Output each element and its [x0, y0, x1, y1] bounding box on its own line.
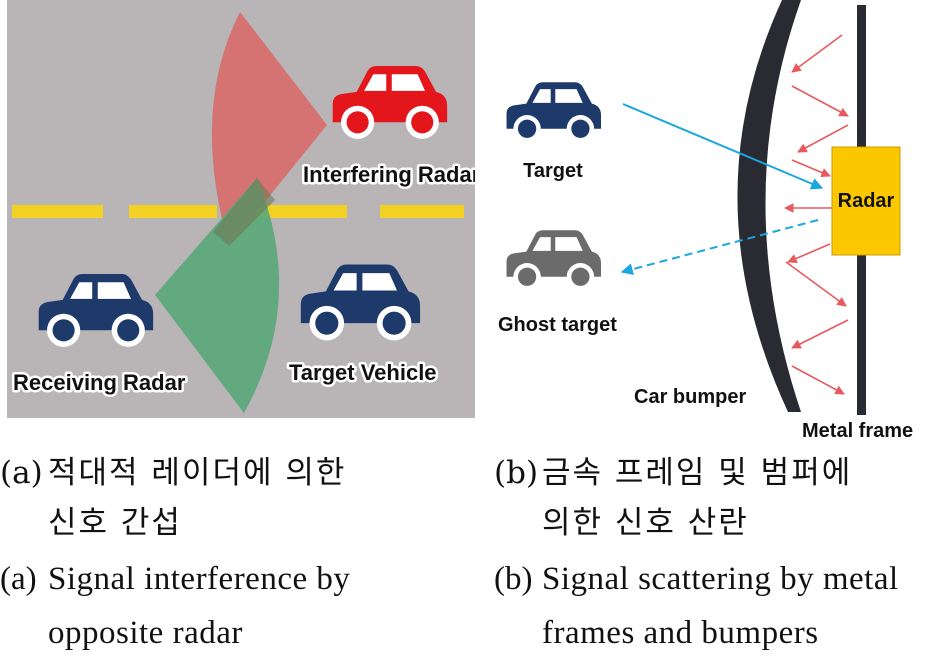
caption-mark: (b): [494, 455, 539, 491]
ghost-car-icon: [506, 230, 601, 291]
target-vehicle-label-halo: Target Vehicle: [289, 360, 437, 385]
ghost-signal-arrow: [620, 219, 819, 276]
interfering-car-icon: [332, 66, 448, 139]
caption-line: Signal interference by: [48, 561, 351, 597]
target-vehicle-label: Target Vehicle: [289, 360, 437, 385]
scatter-arrows: [784, 34, 849, 395]
interference-diagram: Interfering Radar Interfering Radar Rece…: [11, 12, 475, 413]
caption-mark: (b): [494, 561, 533, 597]
caption-line: 의한 신호 산란: [542, 505, 749, 541]
caption-korean-b: (b)금속 프레임 및 범퍼에 의한 신호 산란: [494, 448, 852, 548]
caption-line: 금속 프레임 및 범퍼에: [542, 455, 853, 491]
caption-mark: (a): [0, 561, 37, 597]
caption-line: Signal scattering by metal: [542, 561, 899, 597]
receiving-beam: [155, 178, 280, 413]
scattering-diagram: Radar Target Ghost target Car bumper Met…: [498, 0, 913, 440]
caption-line: frames and bumpers: [542, 615, 819, 651]
car-bumper: [737, 0, 801, 412]
receiving-car-icon: [38, 274, 154, 347]
caption-line: 적대적 레이더에 의한: [48, 455, 347, 491]
radar-box: [831, 146, 901, 256]
interfering-radar-label-halo: Interfering Radar: [303, 162, 475, 187]
lane-markings: [12, 205, 464, 218]
interference-beam: [211, 12, 327, 246]
caption-line: 신호 간섭: [48, 505, 182, 541]
caption-english-b: (b)Signal scattering by metal frames and…: [494, 552, 899, 660]
target-signal-arrow: [622, 103, 824, 190]
receiving-radar-label-halo: Receiving Radar: [13, 370, 186, 395]
caption-mark: (a): [0, 455, 43, 491]
caption-korean-a: (a)적대적 레이더에 의한 신호 간섭: [0, 448, 346, 548]
beam-overlap: [213, 178, 275, 246]
radar-label: Radar: [838, 190, 895, 212]
ghost-target-label: Ghost target: [498, 314, 617, 336]
receiving-radar-label: Receiving Radar: [13, 370, 186, 395]
scattering-scene: Radar Target Ghost target Car bumper Met…: [480, 0, 929, 440]
target-car-icon: [300, 264, 421, 341]
target-label: Target: [523, 160, 583, 182]
car-bumper-label: Car bumper: [634, 386, 746, 408]
target-car-icon: [506, 82, 601, 143]
caption-line: opposite radar: [48, 615, 243, 651]
interference-scene: Interfering Radar Interfering Radar Rece…: [7, 0, 475, 418]
metal-frame-label: Metal frame: [802, 420, 913, 440]
interfering-radar-label: Interfering Radar: [303, 162, 475, 187]
caption-english-a: (a) Signal interference by opposite radar: [0, 552, 350, 660]
